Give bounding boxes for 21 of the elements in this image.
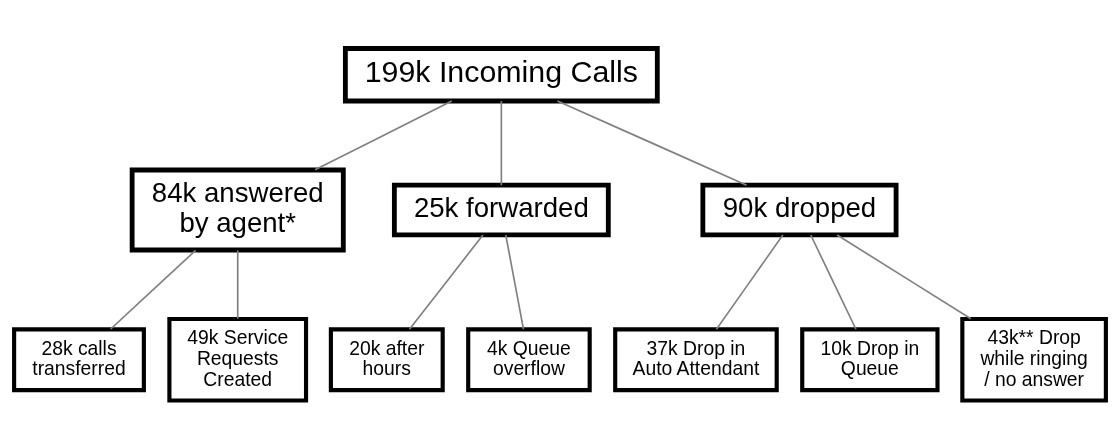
node-box: 25k forwarded — [391, 182, 611, 237]
connector — [500, 99, 503, 186]
connector — [836, 233, 972, 320]
connector — [556, 99, 748, 186]
node-box: 84k answered by agent* — [129, 167, 346, 252]
node-box: 90k dropped — [700, 182, 899, 237]
node-box: 28k calls transferred — [12, 326, 146, 392]
connector — [314, 99, 453, 171]
connector — [408, 233, 484, 330]
connector — [504, 233, 525, 330]
node-box: 10k Drop in Queue — [800, 326, 940, 392]
node-box: 20k after hours — [328, 326, 445, 392]
node-box: 49k Service Requests Created — [167, 316, 309, 403]
node-box: 43k** Drop while ringing / no answer — [960, 316, 1108, 403]
connector — [236, 249, 239, 319]
node-box: 37k Drop in Auto Attendant — [613, 326, 779, 392]
node-box: 4k Queue overflow — [466, 326, 592, 392]
node-box: 199k Incoming Calls — [342, 45, 660, 103]
connector — [715, 233, 784, 330]
connector — [809, 233, 857, 330]
connector — [109, 249, 197, 330]
